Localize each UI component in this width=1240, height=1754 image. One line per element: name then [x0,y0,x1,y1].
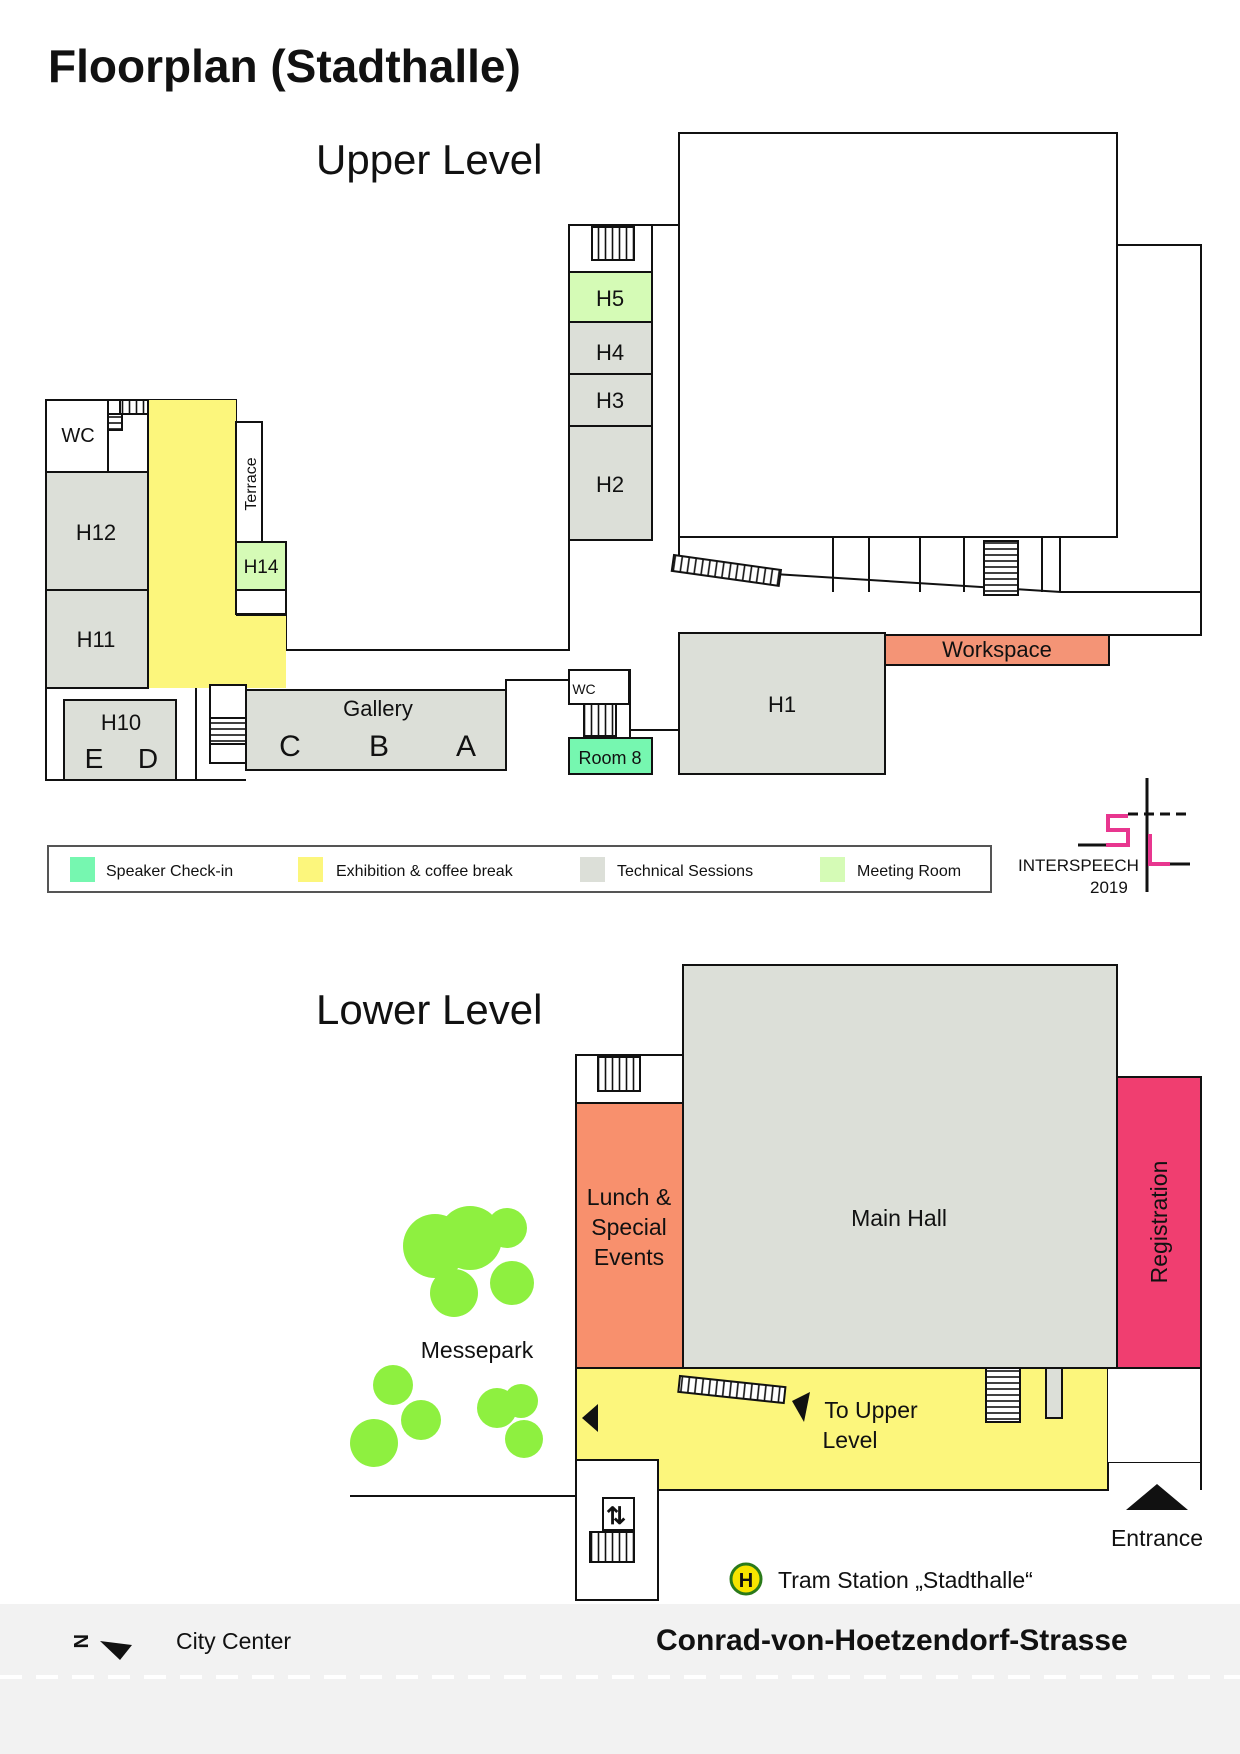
page-title: Floorplan (Stadthalle) [48,40,521,92]
terrace [235,421,263,543]
label-terrace: Terrace [243,457,260,510]
label-entrance: Entrance [1111,1525,1203,1551]
upper-level: Upper Level [45,132,1202,781]
room-h14 [235,541,287,591]
elevator-icon: ⇅ [606,1503,626,1530]
label-h12: H12 [76,520,116,545]
lower-column [1045,1367,1063,1419]
label-registration: Registration [1146,1161,1172,1284]
upper-labels: WC H12 H11 H10 E D Terrace H14 Gallery C… [61,286,1051,774]
legend-swatch-exhibition [298,857,323,882]
lower-stairs-south [589,1531,635,1563]
to-upper-arrow-icon [792,1392,810,1422]
legend-swatch-speaker-checkin [70,857,95,882]
label-h10: H10 [101,710,141,735]
upper-stairs-wc [583,703,617,737]
lower-labels: Lunch & Special Events Main Hall Registr… [421,1161,1203,1551]
upper-exhibition-area [148,400,286,688]
lower-stairs-north [597,1056,641,1092]
label-street: Conrad-von-Hoetzendorf-Strasse [656,1624,1128,1657]
label-city-center: City Center [176,1628,291,1654]
logo-name: INTERSPEECH [1018,856,1139,875]
label-h4: H4 [596,340,624,365]
legend-exhibition: Exhibition & coffee break [336,863,514,880]
gallery [245,689,507,771]
legend-speaker-checkin: Speaker Check-in [106,863,233,880]
legend-swatch-technical [580,857,605,882]
upper-stairs-south-angled [670,553,783,588]
label-h11: H11 [77,627,116,652]
logo-s-mark [1106,814,1130,847]
legend: Speaker Check-in Exhibition & coffee bre… [47,845,992,893]
label-tram-station: Tram Station „Stadthalle“ [778,1567,1033,1593]
room-h12 [45,471,149,591]
label-main-hall: Main Hall [851,1205,947,1231]
lower-level: Lower Level [316,964,1202,1601]
label-workspace: Workspace [942,637,1052,662]
label-to-upper-2: Level [823,1427,878,1453]
upper-stairs-south [983,540,1019,596]
elevator [602,1497,635,1531]
lower-level-heading: Lower Level [316,986,542,1033]
label-wc-east: WC [572,681,595,697]
upper-stairs-west-top [119,399,149,415]
label-gallery-b: B [369,730,389,763]
room-8 [568,737,653,775]
interspeech-logo: INTERSPEECH 2019 [1018,778,1190,897]
tram-icon-letter: H [739,1570,753,1592]
label-gallery-c: C [279,730,301,763]
legend-technical: Technical Sessions [617,863,753,880]
label-to-upper-1: To Upper [824,1397,918,1423]
room-h1 [678,632,886,775]
label-gallery-a: A [456,730,476,763]
label-h2: H2 [596,472,624,497]
upper-level-heading: Upper Level [316,136,542,183]
main-hall [682,964,1118,1369]
room-h11 [45,589,149,689]
tram-station: H Tram Station „Stadthalle“ [729,1562,1033,1596]
label-d: D [138,743,158,774]
label-h1: H1 [768,692,796,717]
north-letter: N [69,1634,91,1648]
label-wc-west: WC [61,425,94,447]
upper-east-wing [1108,244,1202,636]
label-h3: H3 [596,388,624,413]
upper-wc-east [568,669,630,705]
label-h14: H14 [244,557,279,578]
label-h5: H5 [596,286,624,311]
room-h2 [568,425,653,541]
workspace [884,634,1110,666]
upper-stairs-north [591,226,635,261]
upper-main-hall-void [678,132,1118,538]
lower-stairs-to-upper [677,1374,787,1405]
legend-swatch-meeting [820,857,845,882]
label-lunch-1: Lunch & [587,1184,671,1210]
legend-meeting: Meeting Room [857,863,961,880]
room-h10 [63,699,177,781]
label-e: E [85,743,104,774]
left-arrow-icon [582,1404,598,1432]
tram-icon [729,1562,763,1596]
entrance-arrow-icon [1126,1484,1188,1510]
label-messepark: Messepark [421,1337,534,1363]
label-lunch-2: Special [591,1214,666,1240]
logo-year: 2019 [1090,878,1128,897]
north-arrow-icon: N [69,1634,132,1660]
lower-stairs-corridor [985,1367,1021,1423]
label-room-8: Room 8 [578,748,641,768]
logo-l-mark [1148,834,1170,866]
label-lunch-3: Events [594,1244,664,1270]
label-gallery: Gallery [343,696,413,721]
registration [1116,1076,1202,1369]
messepark-trees [350,1206,543,1467]
